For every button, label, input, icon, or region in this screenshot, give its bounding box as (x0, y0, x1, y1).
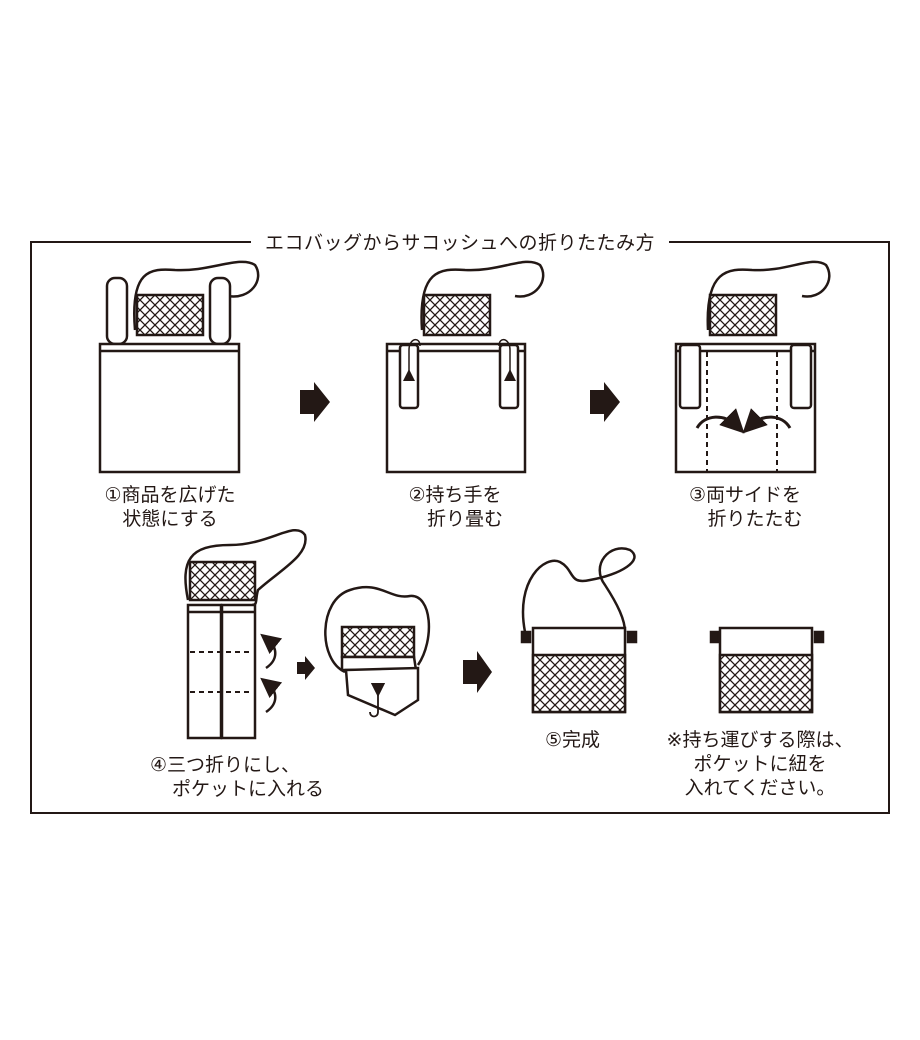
arrow-right-icon (590, 382, 620, 422)
step5-caption: ⑤完成 (545, 729, 601, 751)
step3-caption: ③両サイドを折りたたむ (688, 484, 803, 530)
step4-caption: ④三つ折りにし、ポケットに入れる (150, 754, 325, 800)
diagram-title: エコバッグからサコッシュへの折りたたみ方 (0, 228, 920, 255)
arrow-right-icon (297, 656, 315, 680)
step5-sacoche-illustration (520, 547, 638, 714)
step2-caption: ②持ち手を折り畳む (408, 484, 503, 530)
step1-bag-illustration (98, 260, 260, 474)
step1-caption: ①商品を広げた状態にする (104, 484, 236, 530)
step2-bag-illustration (385, 260, 545, 474)
strap-note: ※持ち運びする際は、ポケットに紐を入れてください。 (666, 729, 854, 799)
arrow-right-icon (300, 382, 330, 422)
step3-bag-illustration (674, 260, 831, 474)
sacoche-strap-stored-illustration (709, 626, 825, 714)
step4-bag-illustration (184, 529, 307, 740)
step4-pocket-illustration (324, 585, 431, 718)
step-arrows (297, 382, 620, 693)
arrow-right-icon (463, 651, 492, 693)
